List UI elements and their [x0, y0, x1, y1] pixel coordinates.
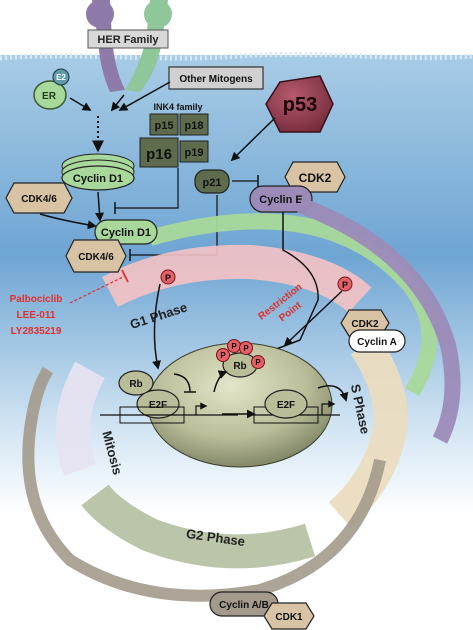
phosphate-restriction-label: P: [342, 280, 348, 290]
p15-label: p15: [155, 120, 174, 132]
arrow-phosphate-to-rb: [152, 283, 161, 370]
phosphate-rb-4: [251, 355, 265, 369]
inhibitor-ly2835219: LY2835219: [11, 326, 62, 337]
inhibitor-palbociclib: Palbociclib: [10, 294, 63, 305]
s-phase-arc: [328, 335, 408, 528]
other-mitogens-box: [168, 66, 264, 90]
phosphate-restriction: [337, 276, 353, 292]
arrow-mitogens-to-cyclin: [118, 81, 171, 111]
e2f-label-left: E2F: [149, 400, 167, 411]
phosphate-rb-1-label: P: [220, 351, 226, 360]
inhibitor-lee011: LEE-011: [17, 310, 56, 321]
p53-label: p53: [283, 94, 317, 116]
p18-label: p18: [185, 120, 204, 132]
cyclin-a-node: [348, 329, 406, 353]
cdk46-free-node: [5, 182, 73, 214]
cdk46-complex-label: CDK4/6: [78, 252, 114, 263]
her-family-label: HER Family: [97, 34, 159, 46]
rb-inhibits-e2f: [173, 373, 191, 393]
cyclin-ab-arc: [22, 366, 386, 602]
dna-left-promoter: [195, 402, 208, 415]
cyclin-e-node: [249, 185, 313, 213]
er-label: ER: [42, 91, 57, 102]
g2-phase-arc: [81, 484, 316, 569]
her-family-box: [87, 29, 169, 49]
cyclin-a-label: Cyclin A: [357, 337, 397, 348]
ink4-inhibition-line: [115, 168, 179, 209]
dna-right-promoter: [321, 400, 336, 415]
cdk46-complex-node: [65, 239, 127, 273]
cdk2-label: CDK2: [299, 171, 332, 185]
ink4-family-title: INK4 family: [153, 102, 202, 112]
cdk1-node: [263, 602, 315, 630]
cyclin-d1-complex-label: Cyclin D1: [101, 227, 151, 239]
rb-label-phosphorylated: Rb: [233, 361, 246, 372]
cyclin-e-arc: [297, 197, 461, 444]
phosphate-g1-label: P: [165, 273, 171, 283]
cyclin-e-label: Cyclin E: [259, 194, 302, 206]
rb-node-left: [118, 370, 154, 396]
arrow-to-s-phase: [317, 385, 349, 402]
g1-phase-arc: [102, 244, 372, 313]
p21-label: p21: [203, 177, 222, 189]
arrow-release-rb: [213, 370, 228, 393]
p16-box: [139, 137, 179, 168]
phosphate-rb-4-label: P: [255, 358, 261, 367]
phosphate-rb-3: [239, 341, 253, 355]
cyclin-d1-complex-node: [94, 219, 158, 245]
cdk1-label: CDK1: [275, 612, 303, 623]
phosphate-rb-1: [216, 348, 230, 362]
e2f-node-left: [136, 389, 180, 419]
arrow-her-to-cyclin: [110, 94, 125, 112]
e2f-label-right: E2F: [277, 400, 295, 411]
p19-box: [179, 140, 209, 163]
cdk46-free-label: CDK4/6: [21, 194, 57, 205]
p21-node: [194, 169, 230, 194]
cyclin-d1-stack-label: Cyclin D1: [73, 173, 123, 185]
arrow-er-to-cyclin: [69, 97, 92, 111]
arrow-stack-to-complex: [94, 191, 104, 222]
arrow-p53-to-p21: [230, 117, 276, 162]
cdk2-cyclin-a-cdk-label: CDK2: [351, 319, 379, 330]
arrow-cyclin-e-to-rb: [264, 212, 319, 355]
p15-box: [149, 113, 179, 136]
p53-node: [265, 75, 334, 133]
dna-left-box: [119, 406, 185, 424]
phosphate-rb-3-label: P: [243, 344, 249, 353]
p18-box: [179, 113, 209, 136]
e2-label: E2: [56, 73, 66, 82]
cyclin-d1-stack-front: [61, 165, 135, 191]
arrow-to-cyclin-d1-complex: [39, 213, 97, 230]
arrow-phosphate-to-rbp: [283, 290, 343, 347]
other-mitogens-label: Other Mitogens: [179, 74, 253, 85]
cell-membrane: [0, 51, 473, 61]
cdk2-node: [284, 161, 346, 193]
e2f-node-right: [264, 389, 308, 419]
p19-label: p19: [185, 147, 204, 159]
rb-label-left: Rb: [129, 379, 142, 390]
phosphate-rb-2-label: P: [231, 342, 237, 351]
phosphate-g1: [160, 269, 176, 285]
p16-label: p16: [146, 146, 172, 163]
er-node: [33, 80, 67, 110]
inhibitor-bar: [121, 269, 129, 283]
mitosis-arc: [55, 361, 106, 476]
e2-ligand: [52, 68, 70, 86]
cyclin-ab-label: Cyclin A/B: [219, 600, 269, 611]
inhibitor-dashed-line: [69, 275, 126, 304]
